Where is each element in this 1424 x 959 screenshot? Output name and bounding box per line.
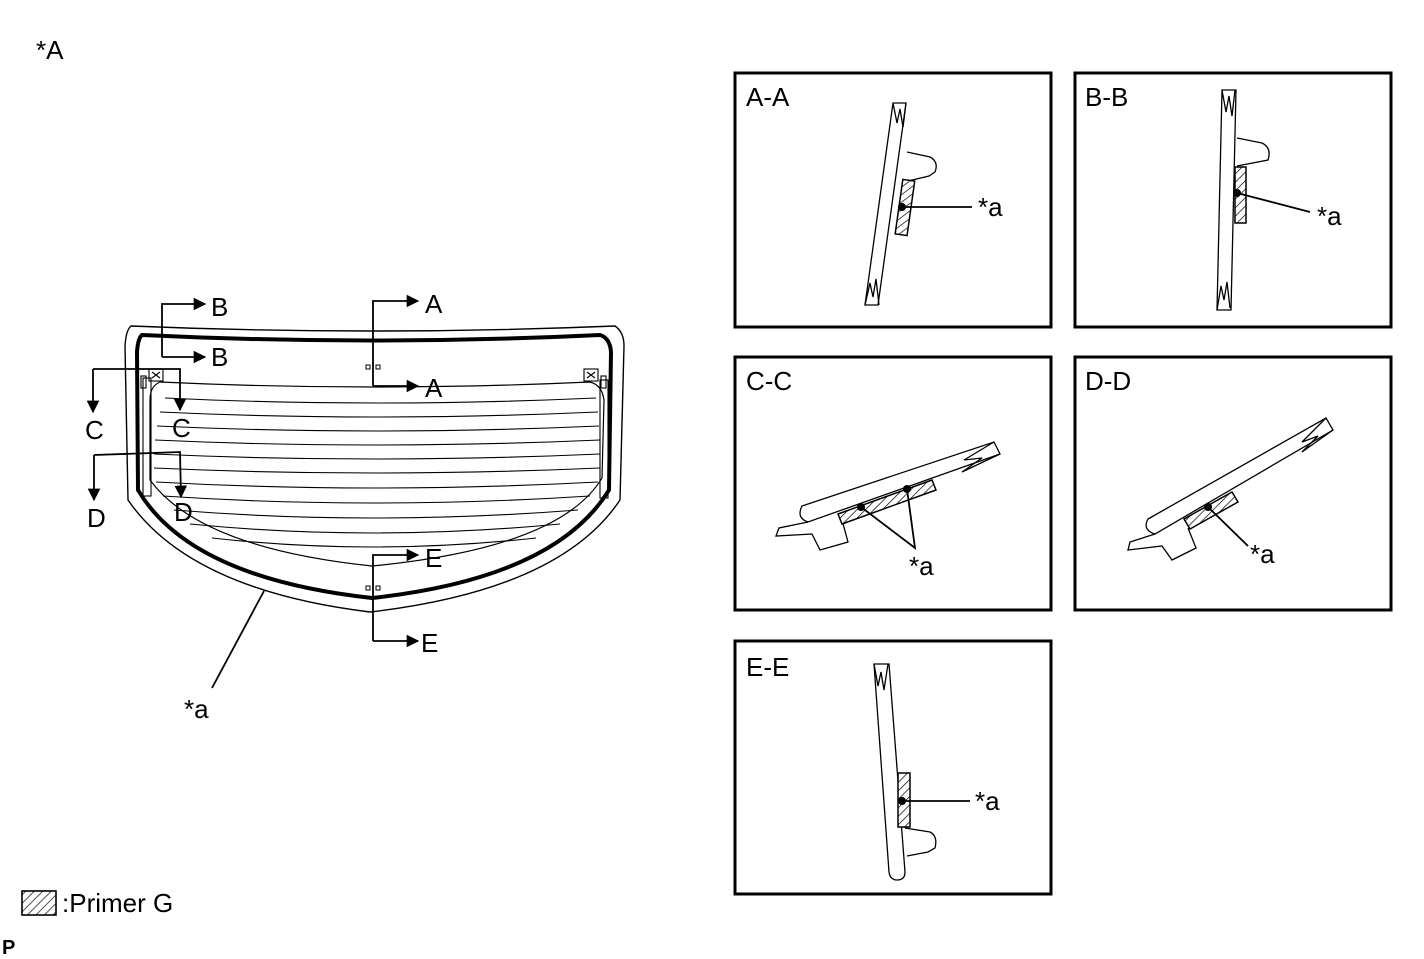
- section-label-b-bottom: B: [211, 342, 228, 372]
- section-label-e-top: E: [425, 543, 442, 573]
- section-label-c-left: C: [85, 415, 104, 445]
- section-label-b-top: B: [211, 292, 228, 322]
- molding: [775, 519, 849, 551]
- section-panel-d-d: D-D *a: [1073, 355, 1393, 612]
- glass-break: [961, 441, 1001, 473]
- legend: :Primer G: [21, 888, 173, 918]
- glass-break-bottom: [1216, 281, 1231, 311]
- locating-mark-top: [375, 364, 381, 370]
- section-label-d-right: D: [174, 497, 193, 527]
- callout-leader: [1207, 506, 1249, 547]
- primer-area: [837, 479, 937, 525]
- callout-label: *a: [1317, 201, 1342, 231]
- legend-text: :Primer G: [62, 888, 173, 918]
- molding: [903, 151, 937, 183]
- section-title-b-b: B-B: [1085, 82, 1128, 112]
- bus-bar-left: [142, 377, 152, 497]
- glass-cross-section: [873, 663, 906, 881]
- molding: [1236, 137, 1270, 167]
- glass-cross-section: [864, 102, 907, 306]
- back-window-overview: [124, 325, 625, 613]
- locating-mark-top: [365, 364, 371, 370]
- glass-break-top: [873, 663, 889, 691]
- section-panel-a-a: A-A *a: [733, 71, 1053, 329]
- section-title-c-c: C-C: [746, 366, 792, 396]
- callout-leader: [860, 488, 917, 551]
- molding: [904, 827, 937, 857]
- glass-outer-edge: [124, 325, 625, 613]
- glass-break-top: [1221, 89, 1236, 117]
- section-label-a-top: A: [425, 289, 443, 319]
- primer-callout-label: *a: [184, 694, 209, 724]
- primer-callout-leader: [211, 590, 265, 689]
- figure-label: *A: [36, 35, 64, 65]
- section-panel-c-c: C-C *a: [733, 355, 1053, 612]
- callout-label: *a: [909, 551, 934, 581]
- section-title-e-e: E-E: [746, 652, 789, 682]
- section-title-a-a: A-A: [746, 82, 790, 112]
- glass-break-bottom: [864, 278, 880, 306]
- defogger-heater-lines: [153, 397, 601, 548]
- primer-hatch-swatch: [21, 890, 57, 916]
- glass-break: [1301, 417, 1334, 453]
- glass-cross-section: [1216, 89, 1237, 311]
- section-marker-b: [161, 297, 207, 364]
- section-marker-e: [372, 548, 420, 648]
- glass-break-top: [892, 102, 907, 128]
- section-marker-d: [87, 451, 188, 502]
- section-marker-a: [372, 294, 420, 393]
- locating-mark-bottom: [375, 585, 381, 591]
- section-panel-b-b: B-B *a: [1073, 71, 1393, 329]
- callout-label: *a: [1250, 539, 1275, 569]
- footer-mark: P: [2, 937, 15, 959]
- glass-cross-section: [799, 441, 1001, 523]
- section-label-c-right: C: [172, 413, 191, 443]
- callout-label: *a: [978, 192, 1003, 222]
- primer-band: [134, 332, 614, 601]
- section-marker-c: [86, 368, 187, 414]
- bus-bar-right: [599, 379, 609, 499]
- section-panel-e-e: E-E *a: [733, 639, 1053, 896]
- glass-cross-section: [1145, 417, 1334, 535]
- section-label-a-bottom: A: [425, 373, 443, 403]
- section-title-d-d: D-D: [1085, 366, 1131, 396]
- callout-label: *a: [975, 786, 1000, 816]
- section-label-e-bottom: E: [421, 628, 438, 658]
- section-label-d-left: D: [87, 503, 106, 533]
- terminal-right: [583, 368, 607, 389]
- locating-mark-bottom: [365, 585, 371, 591]
- callout-leader: [1236, 192, 1311, 213]
- molding: [1127, 527, 1197, 561]
